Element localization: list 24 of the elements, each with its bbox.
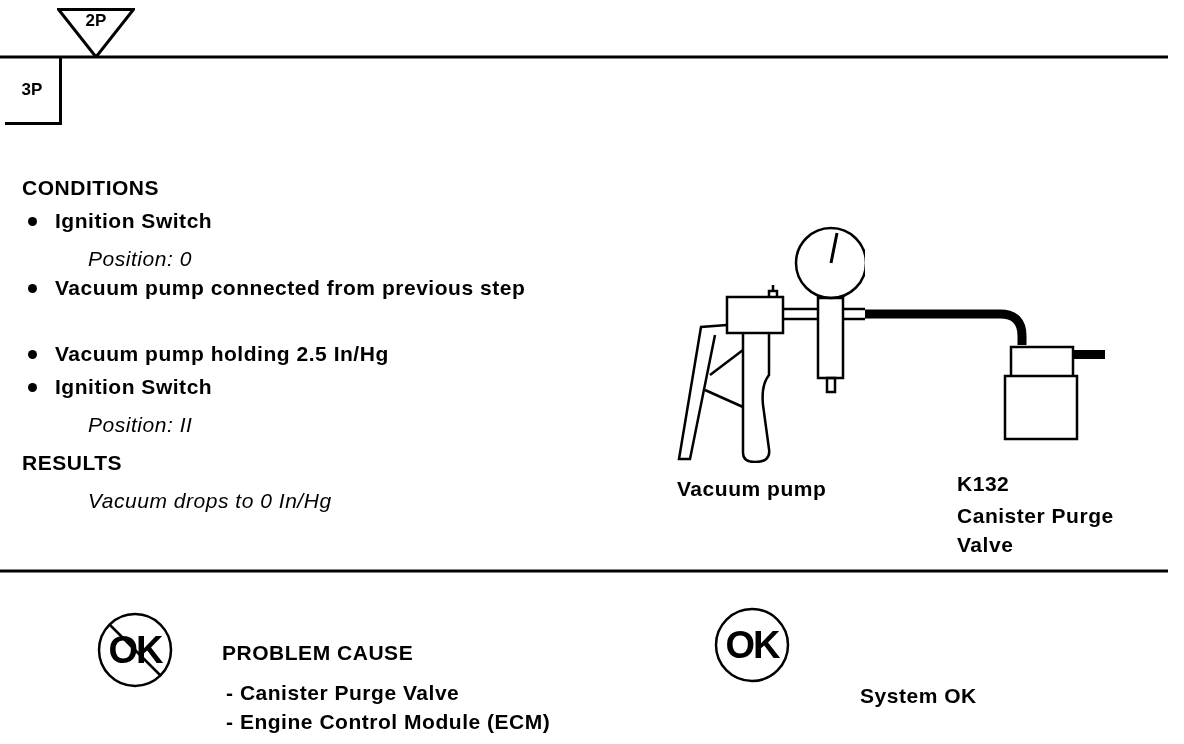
node-label: OK — [725, 622, 779, 668]
condition-detail: Position: 0 — [88, 246, 192, 272]
cause-item: - Engine Control Module (ECM) — [226, 709, 551, 735]
section-heading: RESULTS — [22, 450, 123, 476]
part-caption: Vacuum pump — [677, 476, 828, 502]
section-heading: CONDITIONS — [22, 175, 160, 201]
node-label: 2P — [85, 10, 107, 33]
node-label: 3P — [21, 78, 43, 101]
step-box — [5, 57, 62, 125]
status-text: System OK — [860, 683, 978, 709]
triangle-marker — [57, 8, 135, 58]
ok-symbol — [714, 607, 790, 683]
condition-item: Ignition Switch — [55, 208, 213, 234]
condition-item: Vacuum pump holding 2.5 In/Hg — [55, 341, 389, 367]
picture — [677, 225, 865, 463]
picture — [1003, 345, 1105, 441]
section-heading: PROBLEM CAUSE — [222, 640, 415, 666]
condition-item: Ignition Switch — [55, 374, 213, 400]
condition-item: Vacuum pump connected from previous step — [55, 275, 526, 301]
cause-item: - Canister Purge Valve — [226, 680, 460, 706]
part-caption: K132 — [957, 471, 1011, 497]
result-text: Vacuum drops to 0 In/Hg — [88, 488, 332, 514]
part-caption: Canister Purge Valve — [957, 503, 1115, 558]
condition-detail: Position: II — [88, 412, 193, 438]
